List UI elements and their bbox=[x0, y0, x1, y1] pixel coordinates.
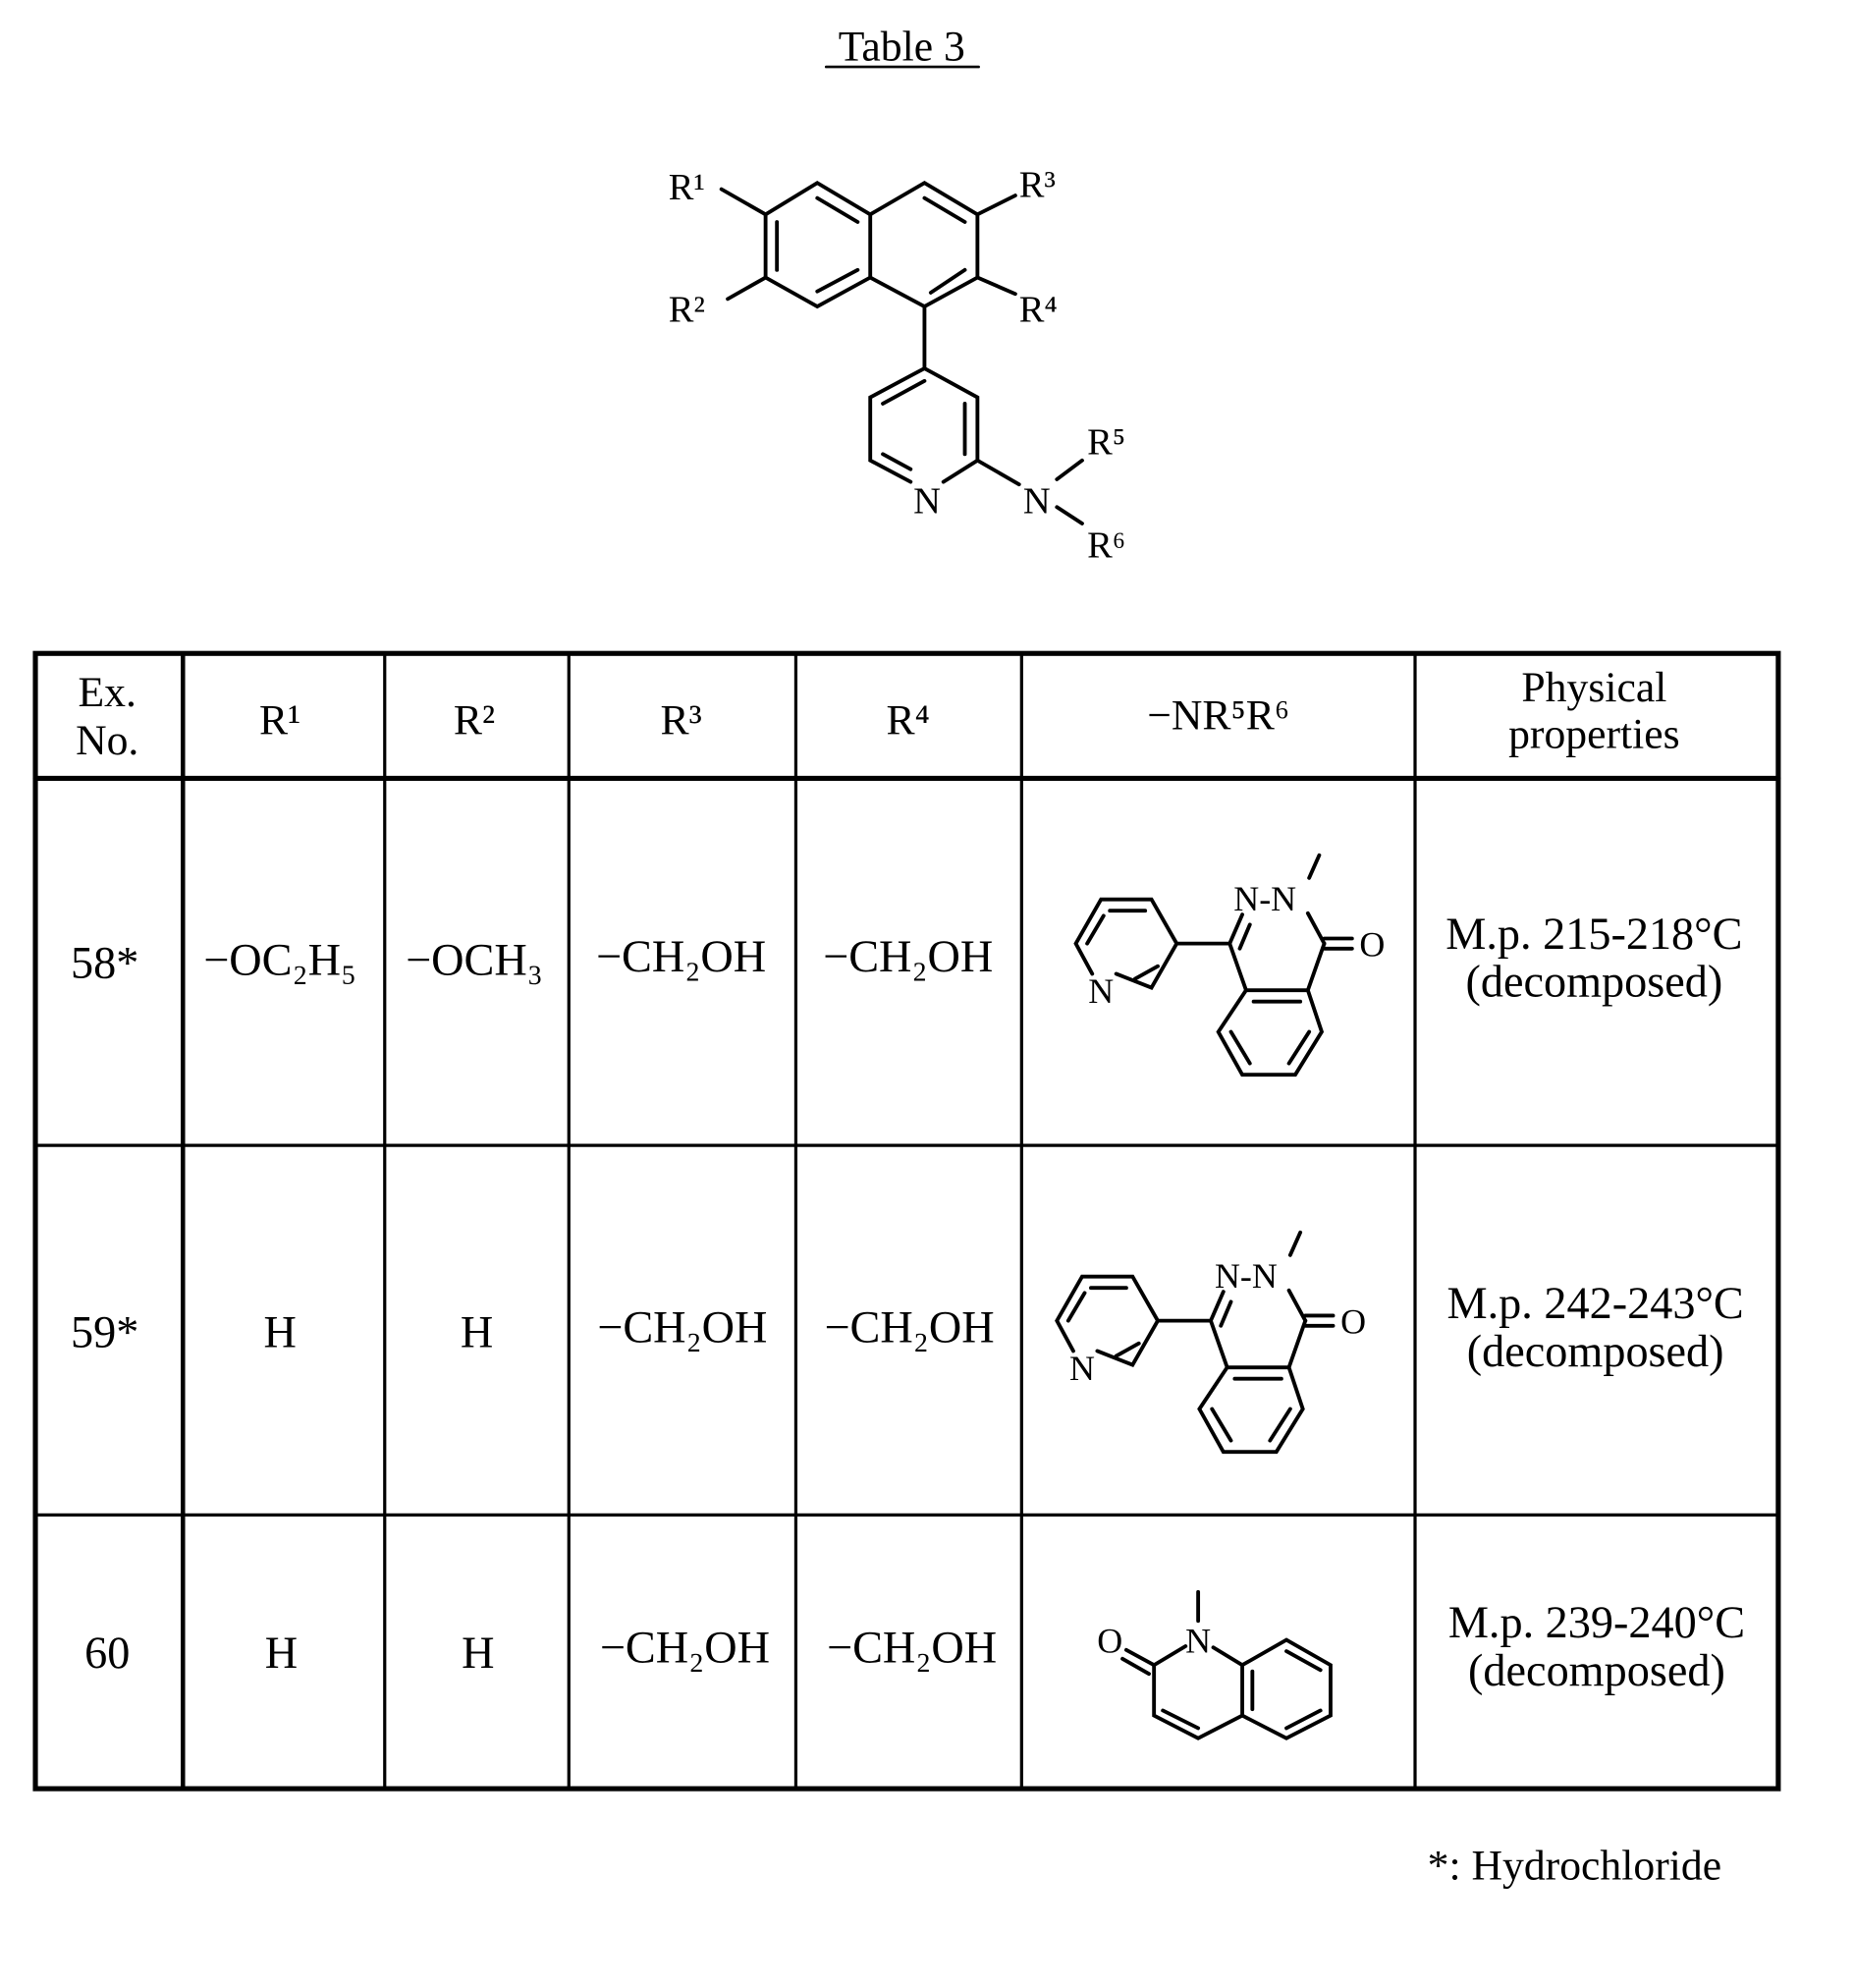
phthalazinone-structure: N-N O N bbox=[1076, 856, 1386, 1075]
table-row: 59* H H −CH₂OH −CH₂OH M.p. 242-243°C (de… bbox=[71, 1278, 1744, 1376]
cell-props-line2: (decomposed) bbox=[1467, 1326, 1724, 1376]
header-nr5r6: −NR⁵R⁶ bbox=[1147, 691, 1289, 739]
table-row: 60 H H −CH₂OH −CH₂OH M.p. 239-240°C (dec… bbox=[84, 1597, 1745, 1695]
header-ex-no-line2: No. bbox=[76, 717, 138, 764]
n-label: N bbox=[1088, 971, 1114, 1011]
o-label: O bbox=[1359, 924, 1385, 964]
nn-label: N-N bbox=[1233, 879, 1296, 918]
cell-r4: −CH₂OH bbox=[824, 1301, 994, 1352]
header-r4: R⁴ bbox=[887, 696, 930, 744]
table-header: Ex. No. R¹ R² R³ R⁴ −NR⁵R⁶ Physical prop… bbox=[76, 664, 1680, 764]
header-ex-no-line1: Ex. bbox=[79, 669, 136, 716]
header-props-line1: Physical bbox=[1521, 664, 1666, 711]
amine-n-label: N bbox=[1023, 481, 1051, 523]
n-label: N bbox=[1185, 1621, 1211, 1660]
cell-ex: 58* bbox=[71, 937, 138, 987]
cell-r1: −OC₂H₅ bbox=[203, 935, 356, 985]
cell-r3: −CH₂OH bbox=[600, 1623, 770, 1673]
table-title: Table 3 bbox=[839, 24, 965, 71]
cell-r2: H bbox=[462, 1628, 494, 1678]
cell-props-line2: (decomposed) bbox=[1468, 1645, 1725, 1695]
cell-ex: 59* bbox=[71, 1307, 138, 1357]
quinolinone-structure: O N bbox=[1097, 1592, 1331, 1739]
cell-r3: −CH₂OH bbox=[596, 931, 766, 981]
r2-label: R² bbox=[669, 289, 705, 330]
cell-props-line1: M.p. 215-218°C bbox=[1445, 909, 1742, 959]
r6-label: R⁶ bbox=[1087, 525, 1125, 567]
o-label: O bbox=[1097, 1621, 1122, 1660]
cell-r1: H bbox=[263, 1307, 296, 1357]
phthalazinone-structure: N-N O N bbox=[1057, 1233, 1366, 1452]
cell-r3: −CH₂OH bbox=[597, 1301, 767, 1352]
core-structure: R¹ R² R³ R⁴ N N R⁵ R⁶ bbox=[669, 164, 1126, 566]
r1-label: R¹ bbox=[669, 167, 705, 208]
nn-label: N-N bbox=[1215, 1256, 1278, 1296]
n-label: N bbox=[1069, 1349, 1095, 1388]
cell-ex: 60 bbox=[84, 1628, 130, 1678]
cell-r2: H bbox=[461, 1307, 493, 1357]
header-r2: R² bbox=[454, 696, 495, 744]
cell-props-line1: M.p. 239-240°C bbox=[1448, 1597, 1745, 1647]
cell-props-line1: M.p. 242-243°C bbox=[1447, 1278, 1744, 1328]
header-r3: R³ bbox=[660, 696, 701, 744]
cell-r1: H bbox=[265, 1628, 298, 1678]
ring-n-label: N bbox=[913, 481, 941, 523]
footnote: *: Hydrochloride bbox=[1428, 1843, 1721, 1890]
r3-label: R³ bbox=[1019, 164, 1056, 205]
r4-label: R⁴ bbox=[1019, 289, 1058, 330]
cell-r2: −OCH₃ bbox=[406, 935, 543, 985]
header-r1: R¹ bbox=[259, 696, 300, 744]
table-row: 58* −OC₂H₅ −OCH₃ −CH₂OH −CH₂OH M.p. 215-… bbox=[71, 909, 1742, 1007]
r5-label: R⁵ bbox=[1087, 421, 1125, 463]
cell-r4: −CH₂OH bbox=[823, 931, 993, 981]
cell-r4: −CH₂OH bbox=[827, 1623, 997, 1673]
o-label: O bbox=[1340, 1301, 1366, 1341]
header-props-line2: properties bbox=[1508, 711, 1680, 758]
cell-props-line2: (decomposed) bbox=[1465, 957, 1722, 1007]
